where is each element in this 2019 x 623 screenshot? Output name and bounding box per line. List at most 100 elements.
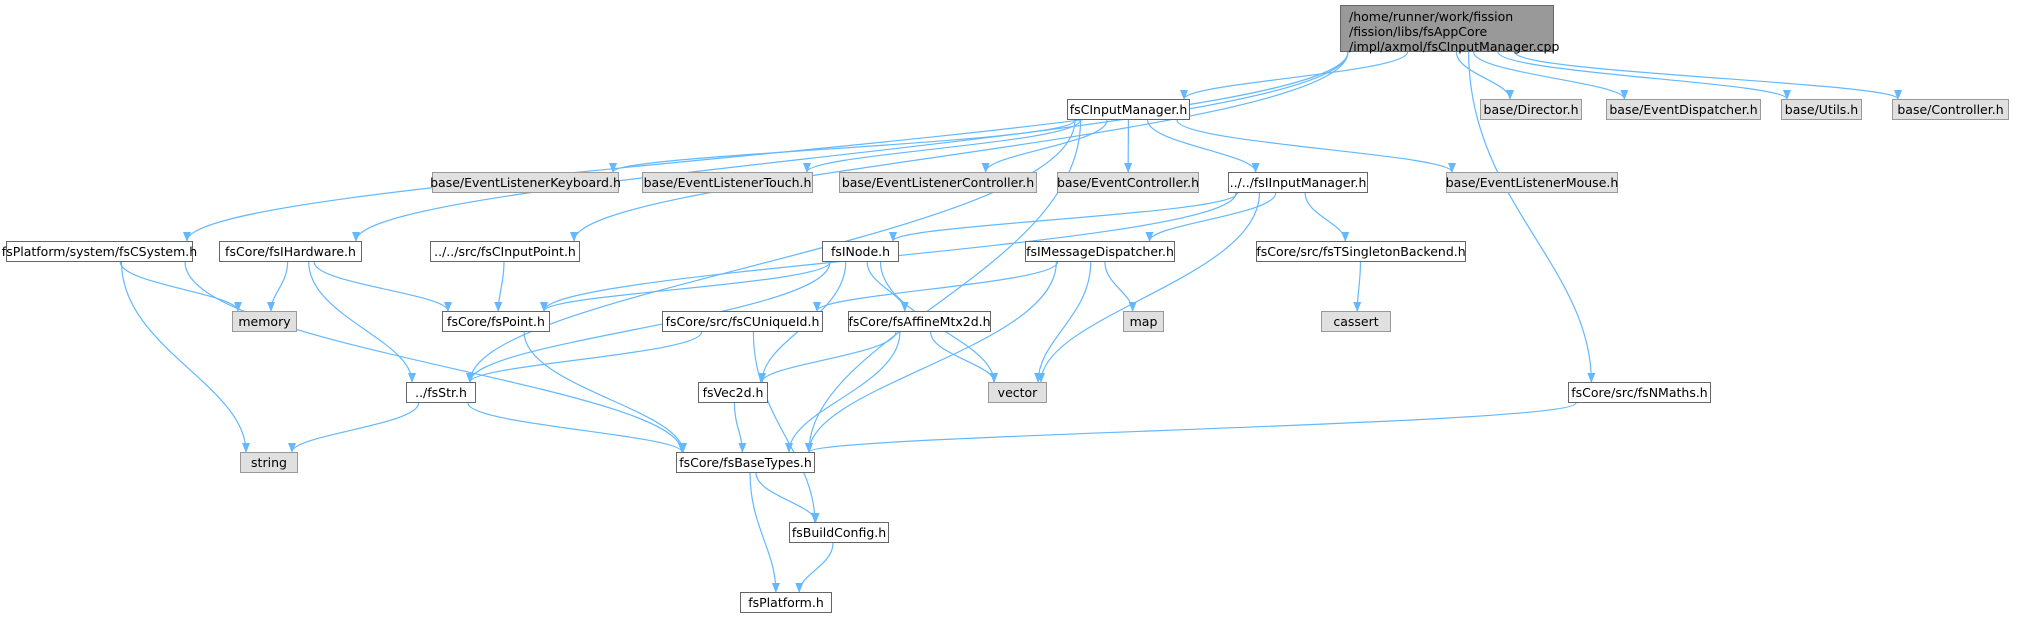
node-label: base/EventDispatcher.h [1609, 101, 1758, 117]
node-evcontroller: base/EventController.h [1057, 172, 1199, 193]
edge-inputmgr-to-eltouch [803, 119, 1081, 173]
node-label: fsPlatform/system/fsCSystem.h [1, 243, 198, 259]
edge-str-to-string [288, 402, 420, 453]
edge-csystem-to-string [120, 261, 250, 453]
edge-inode-to-point [540, 261, 831, 312]
node-director: base/Director.h [1480, 99, 1582, 120]
node-label-line: /impl/axmol/fsCInputManager.cpp [1349, 39, 1560, 54]
node-label: fsCore/fsIHardware.h [225, 243, 356, 259]
node-label: fsCore/fsPoint.h [447, 313, 545, 329]
node-ihardware[interactable]: fsCore/fsIHardware.h [219, 241, 362, 262]
node-label: memory [238, 313, 291, 329]
node-str[interactable]: ../fsStr.h [406, 382, 476, 403]
node-label: fsIMessageDispatcher.h [1026, 243, 1174, 259]
node-label: fsBuildConfig.h [791, 524, 887, 540]
node-vec2d[interactable]: fsVec2d.h [698, 382, 768, 403]
node-platform[interactable]: fsPlatform.h [740, 592, 832, 613]
node-label: fsCore/src/fsCUniqueId.h [665, 313, 820, 329]
node-memory: memory [232, 311, 297, 332]
node-cinputpoint[interactable]: ../../src/fsCInputPoint.h [430, 241, 580, 262]
edge-cuniqueid-to-str [466, 331, 703, 383]
node-label: ../fsStr.h [415, 384, 467, 400]
edge-nmaths-to-basetypes [805, 402, 1577, 453]
edge-vec2d-to-basetypes [733, 402, 747, 453]
edge-point-to-basetypes [523, 331, 688, 453]
node-buildconfig[interactable]: fsBuildConfig.h [789, 522, 889, 543]
edge-iinputmgr-to-inode [889, 192, 1238, 242]
edge-iinputmgr-to-imsgdisp [1145, 192, 1277, 242]
node-label: fsCore/fsBaseTypes.h [679, 454, 812, 470]
edge-csystem-to-memory [119, 261, 242, 312]
node-basetypes[interactable]: fsCore/fsBaseTypes.h [676, 452, 815, 473]
node-label: fsINode.h [830, 243, 891, 259]
edge-imsgdisp-to-basetypes [805, 261, 1057, 453]
node-label: string [251, 454, 287, 470]
node-nmaths[interactable]: fsCore/src/fsNMaths.h [1568, 382, 1711, 403]
node-label: map [1129, 313, 1158, 329]
node-label: fsCore/fsAffineMtx2d.h [848, 313, 991, 329]
node-inode[interactable]: fsINode.h [822, 241, 899, 262]
edge-inputmgr-to-elcontroller [981, 119, 1108, 173]
node-label: base/EventListenerTouch.h [643, 174, 812, 190]
edge-ihardware-to-str [308, 261, 416, 383]
edge-root-to-ihardware [352, 51, 1349, 242]
edge-inputmgr-to-elmouse [1176, 119, 1456, 173]
node-cuniqueid[interactable]: fsCore/src/fsCUniqueId.h [662, 311, 823, 332]
node-label: fsCore/src/fsTSingletonBackend.h [1256, 243, 1466, 259]
edge-root-to-nmaths [1468, 51, 1596, 383]
node-label: fsCore/src/fsNMaths.h [1571, 384, 1708, 400]
node-point[interactable]: fsCore/fsPoint.h [442, 311, 550, 332]
node-tsingleton[interactable]: fsCore/src/fsTSingletonBackend.h [1256, 241, 1466, 262]
edge-basetypes-to-buildconfig [755, 472, 820, 523]
node-utils: base/Utils.h [1781, 99, 1862, 120]
node-csystem[interactable]: fsPlatform/system/fsCSystem.h [2, 241, 197, 262]
node-label: base/EventListenerMouse.h [1445, 174, 1619, 190]
node-label: /home/runner/work/fission/fission/libs/f… [1349, 9, 1559, 54]
node-evdisp: base/EventDispatcher.h [1606, 99, 1761, 120]
edge-tsingleton-to-cassert [1353, 261, 1362, 312]
node-eltouch: base/EventListenerTouch.h [642, 172, 813, 193]
edge-root-to-controller [1514, 51, 1902, 100]
node-inputmgr[interactable]: fsCInputManager.h [1067, 99, 1190, 120]
node-vector: vector [988, 382, 1047, 403]
edge-affine-to-basetypes [785, 331, 901, 453]
node-elkeyboard: base/EventListenerKeyboard.h [430, 172, 621, 193]
node-label: fsCInputManager.h [1069, 101, 1188, 117]
node-controller: base/Controller.h [1892, 99, 2009, 120]
edge-layer [119, 51, 1902, 593]
edge-affine-to-vector [930, 331, 998, 383]
edge-root-to-inputmgr [1180, 51, 1409, 100]
edge-iinputmgr-to-tsingleton [1304, 192, 1350, 242]
edge-iinputmgr-to-vector [1037, 192, 1261, 383]
edge-cinputpoint-to-point [494, 261, 505, 312]
edge-inode-to-str [466, 261, 831, 383]
node-label: ../../fsIInputManager.h [1229, 174, 1367, 190]
edge-root-to-utils [1497, 51, 1791, 100]
edge-basetypes-to-platform [749, 472, 780, 593]
node-imsgdisp[interactable]: fsIMessageDispatcher.h [1025, 241, 1175, 262]
node-iinputmgr[interactable]: ../../fsIInputManager.h [1228, 172, 1368, 193]
edge-str-to-basetypes [467, 402, 686, 453]
node-label: vector [997, 384, 1038, 400]
node-affine[interactable]: fsCore/fsAffineMtx2d.h [848, 311, 991, 332]
edge-imsgdisp-to-vector [1034, 261, 1092, 383]
edge-inputmgr-to-str [466, 119, 1076, 383]
node-label: base/Controller.h [1897, 101, 2004, 117]
node-label: base/EventListenerKeyboard.h [430, 174, 621, 190]
node-elcontroller: base/EventListenerController.h [839, 172, 1037, 193]
node-label: base/EventController.h [1056, 174, 1200, 190]
edge-affine-to-vec2d [758, 331, 897, 383]
node-label-line: /fission/libs/fsAppCore [1349, 24, 1488, 39]
node-elmouse: base/EventListenerMouse.h [1446, 172, 1618, 193]
node-string: string [240, 452, 298, 473]
node-root[interactable]: /home/runner/work/fission/fission/libs/f… [1340, 5, 1559, 54]
edge-cuniqueid-to-buildconfig [752, 331, 819, 523]
node-label: fsPlatform.h [748, 594, 824, 610]
edge-imsgdisp-to-map [1104, 261, 1137, 312]
edge-inputmgr-to-iinputmgr [1146, 119, 1260, 173]
edge-buildconfig-to-platform [795, 542, 834, 593]
edge-csystem-to-basetypes [184, 261, 686, 453]
edge-root-to-csystem [183, 51, 1349, 242]
edge-imsgdisp-to-cuniqueid [813, 261, 1059, 312]
node-label: ../../src/fsCInputPoint.h [434, 243, 576, 259]
